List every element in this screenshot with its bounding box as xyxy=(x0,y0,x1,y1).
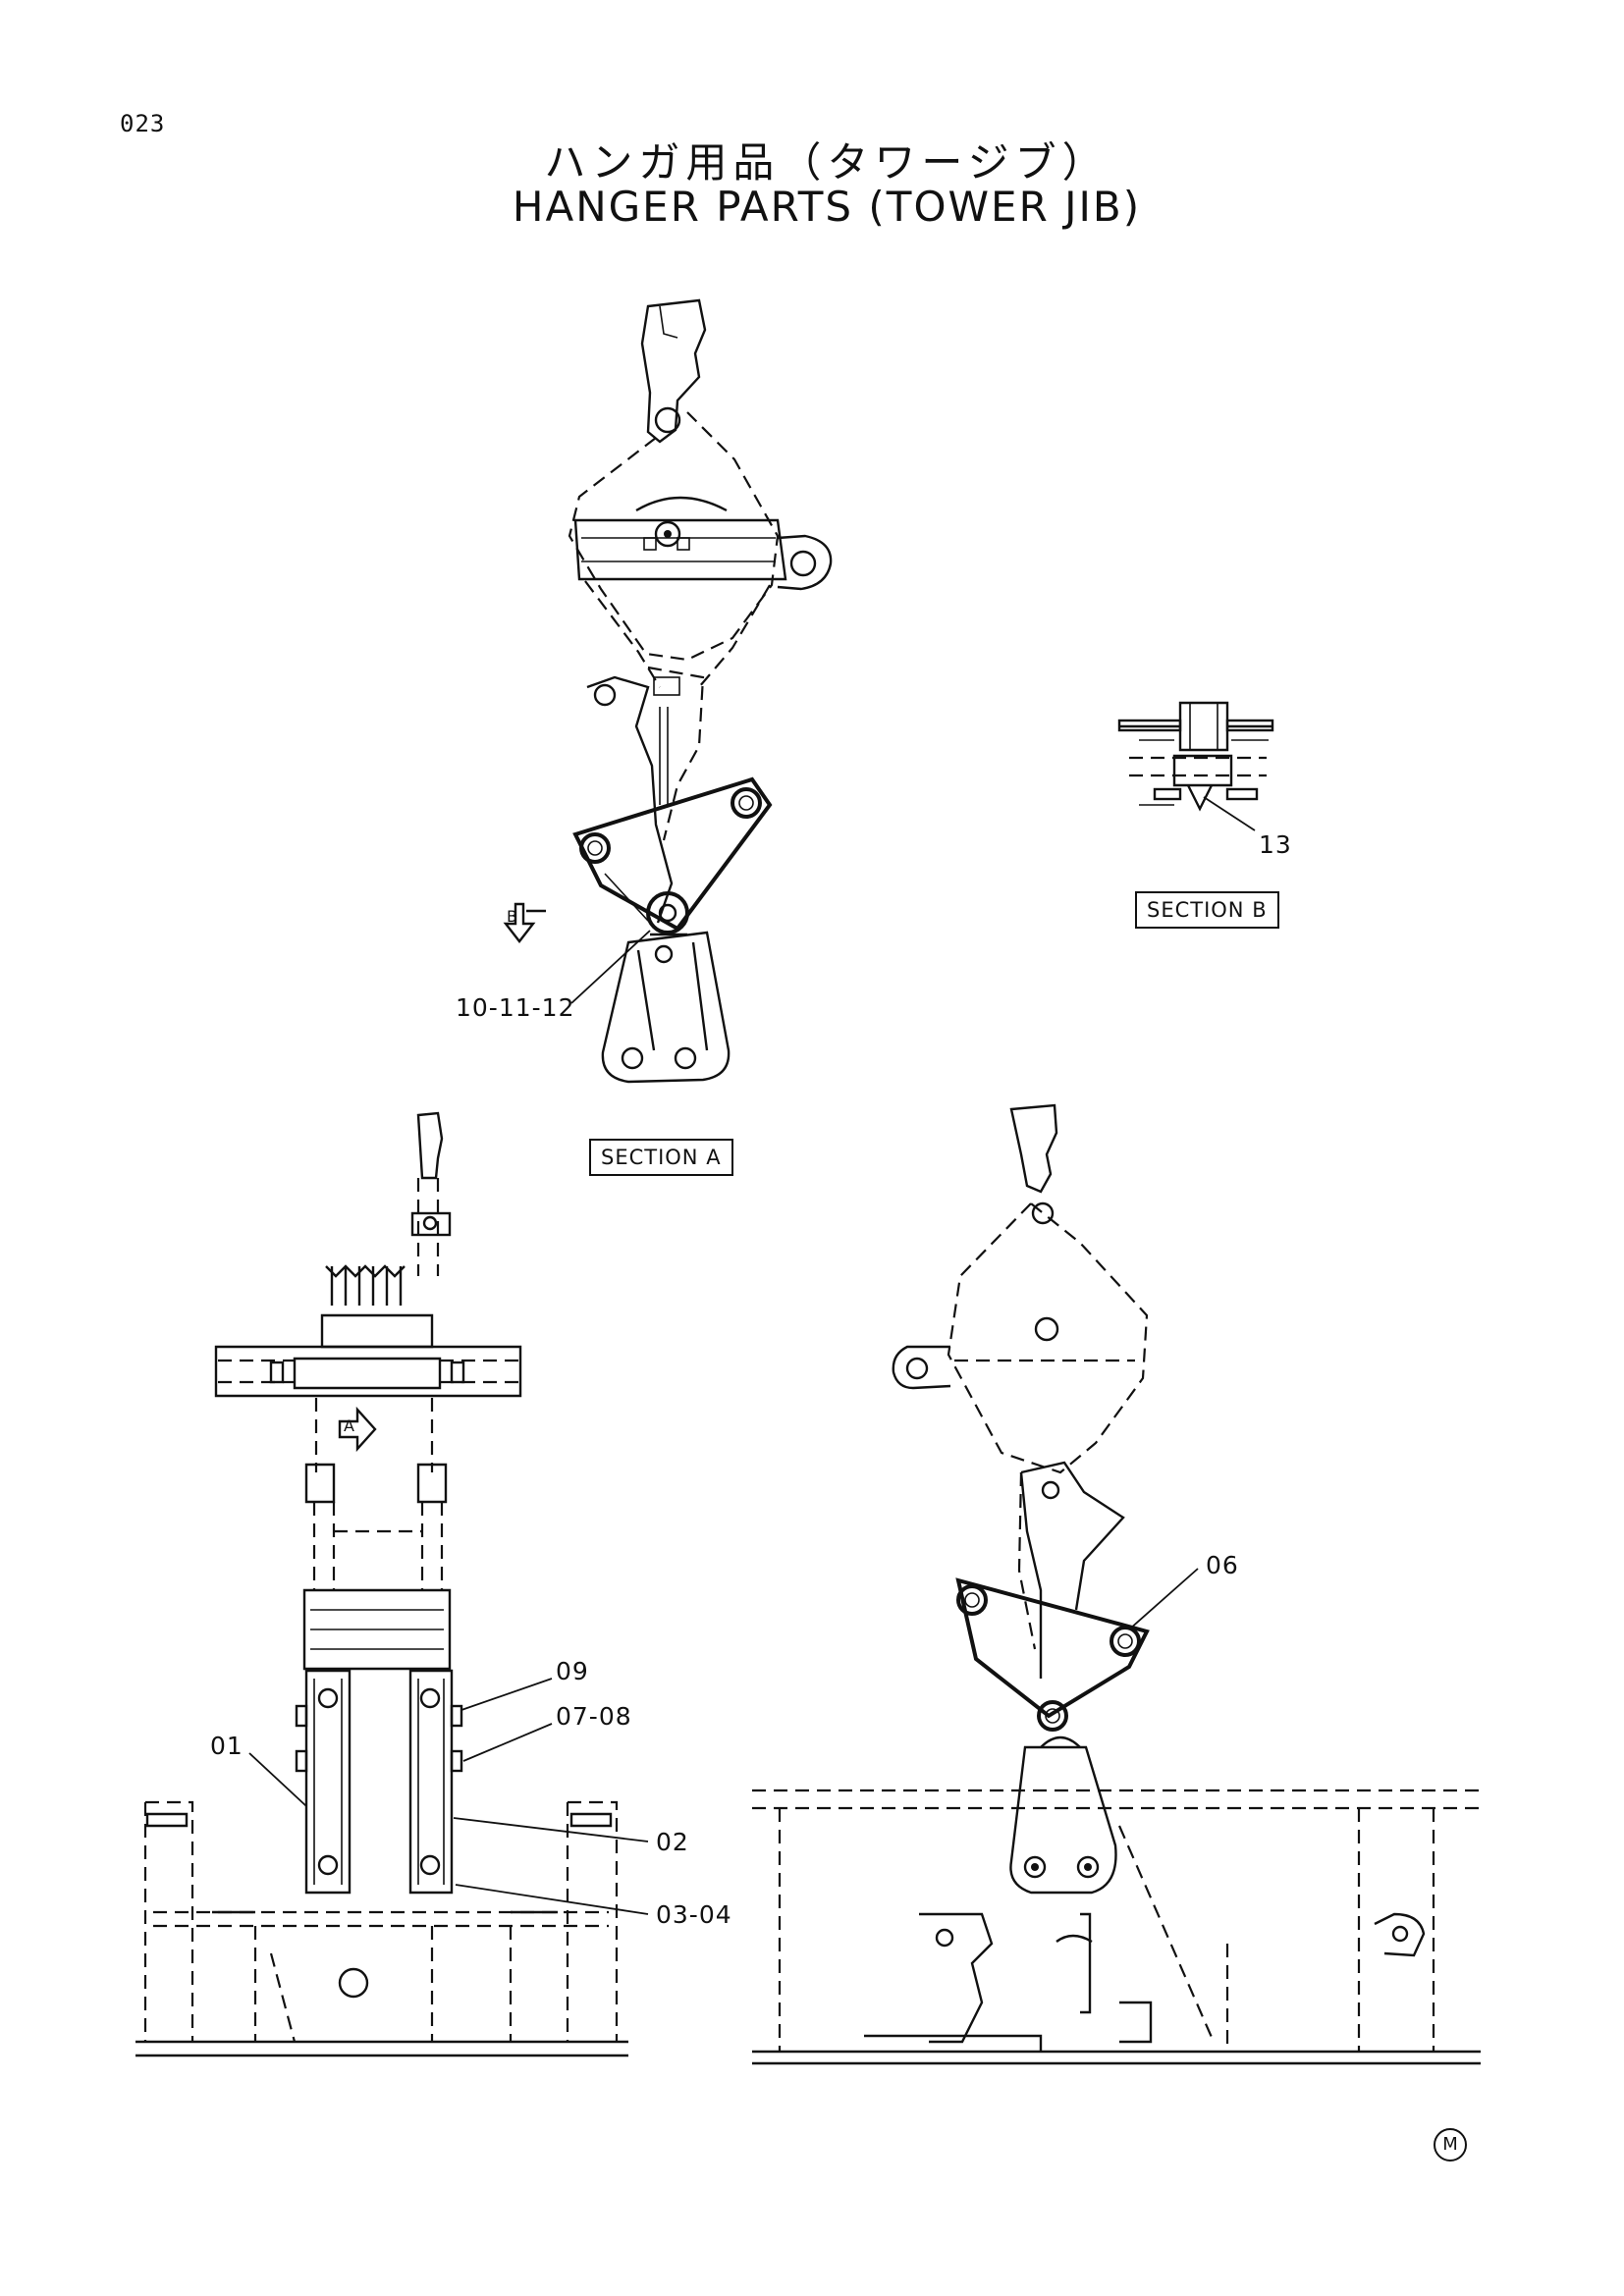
front-view xyxy=(135,1111,649,2057)
side-view xyxy=(752,1103,1481,2065)
title-english: HANGER PARTS (TOWER JIB) xyxy=(512,183,1142,231)
callout-09: 09 xyxy=(556,1657,589,1685)
callout-13: 13 xyxy=(1259,830,1292,859)
section-arrow-b-icon xyxy=(503,902,546,943)
callout-10-11-12: 10-11-12 xyxy=(456,993,575,1022)
section-a-view xyxy=(503,298,833,1084)
section-b-label: SECTION B xyxy=(1135,891,1279,929)
section-a-label: SECTION A xyxy=(589,1139,733,1176)
callout-01: 01 xyxy=(210,1732,244,1760)
title-japanese: ハンガ用品（タワージブ） xyxy=(544,138,1110,187)
callout-02: 02 xyxy=(656,1828,689,1856)
section-b-view xyxy=(1117,701,1274,831)
m-mark-icon: M xyxy=(1434,2128,1467,2162)
callout-07-08: 07-08 xyxy=(556,1702,632,1731)
callout-06: 06 xyxy=(1206,1551,1239,1579)
page-number: 023 xyxy=(120,110,166,137)
arrow-a-letter: A xyxy=(344,1416,355,1435)
section-arrow-a-icon xyxy=(338,1406,377,1453)
arrow-b-letter: B xyxy=(507,907,518,926)
callout-03-04: 03-04 xyxy=(656,1900,732,1929)
